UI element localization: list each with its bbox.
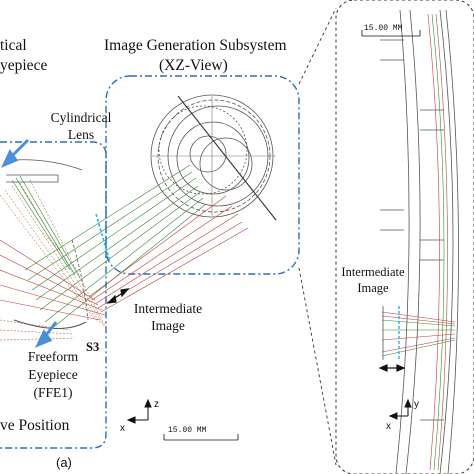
axis-z-label: z xyxy=(154,399,159,410)
pointer-arrows xyxy=(1,138,58,348)
lens-circles xyxy=(150,94,277,221)
zoom-connector-top xyxy=(298,7,337,85)
freeform-eyepiece-label-line2: Eyepiece xyxy=(28,367,78,382)
axis-x-label-right: x xyxy=(386,421,391,432)
green-rays xyxy=(11,164,207,331)
axes-bottom xyxy=(126,398,152,424)
cylindrical-lens-label-line2: Lens xyxy=(67,127,95,142)
freeform-eyepiece-label-line3: (FFE1) xyxy=(33,385,73,400)
axes-right xyxy=(388,398,412,420)
position-label: ve Position xyxy=(0,417,70,434)
image-generation-title: Image Generation Subsystem xyxy=(104,37,287,54)
brown-rays xyxy=(0,179,107,341)
freeform-eyepiece-shape xyxy=(13,319,87,330)
image-generation-outline xyxy=(105,75,300,275)
inset-ray-arcs xyxy=(427,13,448,471)
image-generation-view: (XZ-View) xyxy=(159,57,228,74)
intermediate-plane-left xyxy=(95,213,111,263)
scale-bar-bottom-text: 15.00 MM xyxy=(168,426,207,435)
inset-lens-arcs xyxy=(380,9,459,474)
inset-rays xyxy=(381,311,456,357)
eyepiece-outline xyxy=(0,141,107,449)
zoom-connector-bottom xyxy=(298,267,337,466)
surface-s3-label: S3 xyxy=(86,340,100,354)
scale-bar-bottom-shape xyxy=(163,434,239,441)
cylindrical-lens xyxy=(6,174,59,183)
freeform-eyepiece-label-line1: Freeform xyxy=(27,349,79,364)
inset-intermediate-image-label-line1: Intermediate xyxy=(341,265,405,279)
figure-label: (a) xyxy=(56,455,72,470)
intermediate-image-label-line1: Intermediate xyxy=(133,301,203,316)
scale-bar-right-text: 15.00 MM xyxy=(364,24,403,33)
inset-double-arrow xyxy=(378,364,406,372)
axis-x-label-bottom: x xyxy=(120,423,125,434)
axis-y-label-right: y xyxy=(414,399,419,410)
intermediate-double-arrow xyxy=(106,288,130,304)
scale-bar-right-shape xyxy=(361,30,421,37)
inset-intermediate-image-label-line2: Image xyxy=(357,281,389,295)
cylindrical-lens-label-line1: Cylindrical xyxy=(50,110,112,125)
optical-eyepiece-title-line2: yepiece xyxy=(0,57,48,74)
red-rays xyxy=(0,195,249,321)
intermediate-image-label-line2: Image xyxy=(151,318,185,333)
optical-eyepiece-title-line1: tical xyxy=(0,37,27,54)
